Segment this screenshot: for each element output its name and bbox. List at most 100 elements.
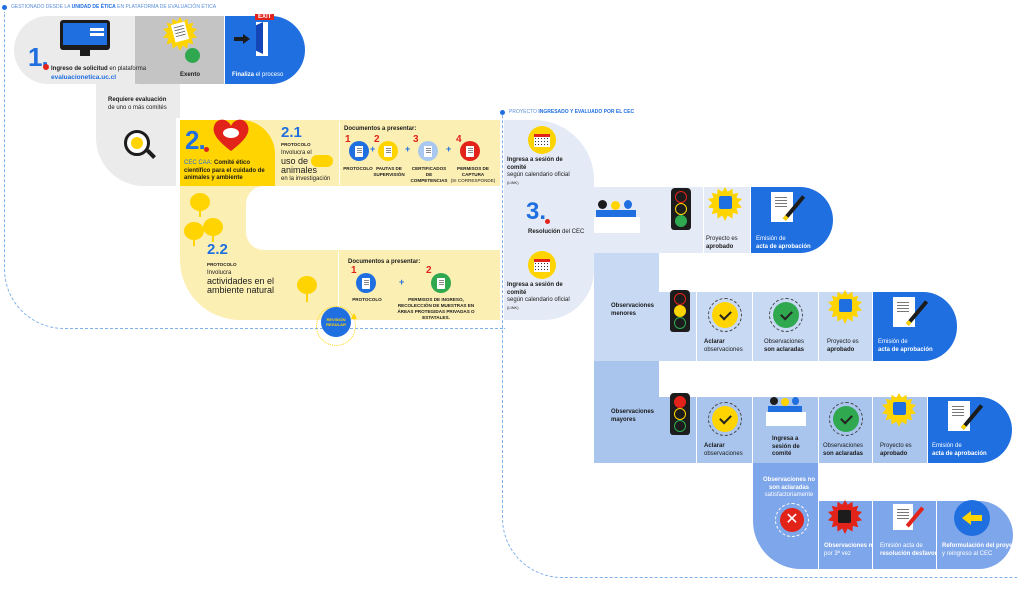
step3-dot [500,110,505,115]
thumbs-down-icon [838,510,851,523]
tree-icon [190,193,210,217]
reject-x-icon: ✕ [780,508,804,532]
exit-badge: EXIT [255,14,275,20]
sub2-docs-title: Documentos a presentar: [348,259,421,265]
step2-red-dot [204,147,209,152]
doc-number: 2 [374,134,380,145]
check-green-icon [833,406,859,432]
check-yellow-icon [712,302,738,328]
step1-title: Ingreso de solicitud en plataforma [51,66,147,72]
sub1-description: PROTOCOLO Involucra el uso de animales e… [281,142,331,182]
calendar-icon [528,251,556,279]
arrow-right-icon [243,34,250,44]
minor-act-cell [873,292,957,361]
header-note: GESTIONADO DESDE LA UNIDAD DE ÉTICA EN P… [11,4,217,10]
traffic-light-yellow-icon [670,290,690,332]
header-dot [2,5,7,10]
review-badge-text: REVISIÓN REGULAR [326,316,346,327]
major-act-cell [928,397,1012,463]
tree-icon [184,222,204,246]
plus-icon: + [399,277,405,287]
doc-number: 1 [351,265,357,276]
platform-link[interactable]: evaluacionetica.uc.cl [51,74,117,81]
entry-permit-doc-icon [431,273,451,293]
step2-inner-white [246,186,500,250]
scroll-document-icon [893,297,915,327]
major-title-cell [594,397,659,463]
doc-number: 3 [413,134,419,145]
guidelines-doc-icon [378,141,398,161]
heart-icon [211,117,251,153]
step3-note: PROYECTO INGRESADO Y EVALUADO POR EL CEC [509,109,635,115]
cycle-icon [708,298,742,332]
return-arrow-icon [954,500,990,536]
sub2-divider [338,251,339,319]
magnifier-icon [124,130,150,156]
sub1-number: 2.1 [281,124,302,141]
tree-icon [297,276,317,302]
doc-caption: PAUTAS DE SUPERVISIÓN [373,166,405,177]
check-yellow-icon [712,406,738,432]
certificates-doc-icon [418,141,438,161]
check-green-icon [773,302,799,328]
plus-icon: + [446,144,452,154]
sub2-number: 2.2 [207,241,228,258]
pig-icon [311,155,333,167]
thumbs-up-icon [719,196,732,209]
review-arrow-icon [351,313,357,319]
step3-red-dot [545,219,550,224]
guide-right [502,113,1017,578]
minor-title-cell [594,292,659,361]
doc-caption: PERMISOS DE INGRESO, RECOLECCIÓN DE MUES… [397,297,475,320]
doc-number: 1 [345,134,351,145]
major-session-label: Ingresa a sesión de comité [772,436,800,457]
doc-caption: PERMISOS DE CAPTURA(SI CORRESPONDE) [450,166,496,183]
traffic-light-red-icon [670,393,690,435]
capture-permit-doc-icon [460,141,480,161]
scroll-document-icon [893,504,913,530]
step2-number: 2. [185,125,206,155]
evaluation-curve-cut [164,84,180,118]
thumbs-up-icon [893,402,906,415]
arrow-shaft [234,37,243,41]
scroll-document-icon [948,401,970,431]
minor-title: Observaciones menores [611,303,655,317]
eye-icon [131,137,143,149]
sub2-description: PROTOCOLO Involucra actividades en el am… [207,262,275,296]
sub1-divider [339,121,340,185]
finish-label: Finaliza el proceso [232,72,284,78]
review-ring [316,306,356,346]
doc-number: 2 [426,265,432,276]
doc-caption: PROTOCOLO [352,297,382,302]
monitor-icon [60,20,110,56]
major-title: Observaciones mayores [611,409,655,423]
committee-people-icon [594,200,642,234]
cycle-icon [769,298,803,332]
protocol-doc-icon [349,141,369,161]
resolution-label: Resolución del CEC [528,229,585,235]
step3-number: 3. [526,198,547,225]
exempt-label: Exento [180,72,201,78]
exit-door-panel [256,22,263,54]
committee-people-icon [766,397,806,427]
review-badge: REVISIÓN REGULAR [321,307,351,337]
cycle-icon [708,402,742,436]
protocol-doc-icon [356,273,376,293]
cec-caa-label: CEC CAA: Comité ético científico para el… [184,160,265,181]
doc-number: 4 [456,134,462,145]
thumbs-up-icon [839,299,852,312]
step1-red-dot [43,64,49,70]
